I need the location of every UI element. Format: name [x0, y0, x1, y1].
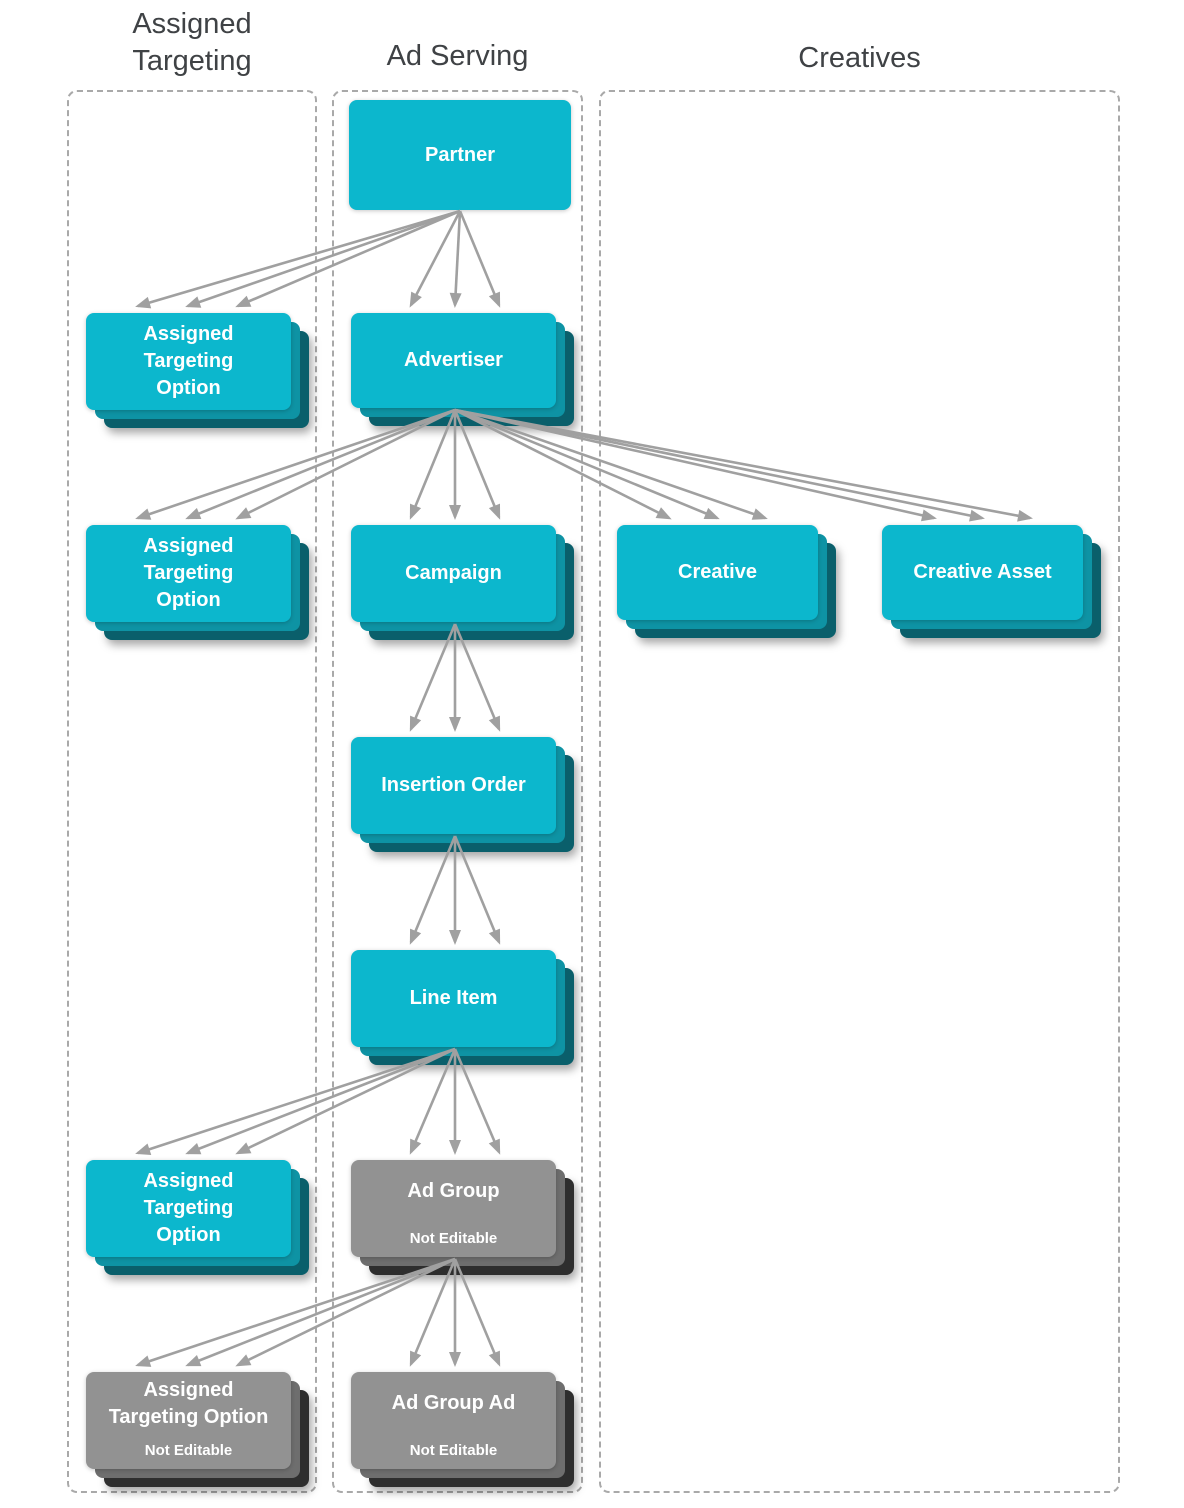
column-header-ad-serving: Ad Serving: [386, 40, 529, 72]
node-label: Creative Asset: [913, 561, 1052, 583]
node-advertiser: Advertiser: [351, 313, 574, 426]
node-face-creative: Creative: [617, 525, 818, 620]
column-header-creatives: Creatives: [798, 42, 921, 74]
node-face-advertiser: Advertiser: [351, 313, 556, 408]
node-label: Targeting: [143, 562, 234, 584]
node-label: Targeting Option: [108, 1406, 269, 1428]
node-creative: Creative: [617, 525, 836, 638]
node-label: Advertiser: [404, 349, 503, 371]
node-sublabel: Not Editable: [409, 1230, 498, 1247]
node-insertion-order: Insertion Order: [351, 737, 574, 852]
column-creatives: [599, 90, 1120, 1493]
node-line-item: Line Item: [351, 950, 574, 1065]
node-label: Campaign: [405, 562, 502, 584]
node-label: Creative: [678, 561, 757, 583]
node-label: Assigned: [143, 323, 234, 345]
node-face-partner: Partner: [349, 100, 571, 210]
node-campaign: Campaign: [351, 525, 574, 640]
node-label: Option: [156, 589, 221, 611]
node-label: Insertion Order: [381, 774, 526, 796]
node-label: Partner: [424, 143, 496, 166]
node-label: Ad Group: [407, 1180, 500, 1202]
node-label: Line Item: [409, 987, 498, 1009]
node-sublabel: Not Editable: [409, 1442, 498, 1459]
node-label: Assigned: [143, 535, 234, 557]
column-assigned-targeting: [67, 90, 317, 1493]
node-face-campaign: Campaign: [351, 525, 556, 622]
node-face-insertion-order: Insertion Order: [351, 737, 556, 834]
node-face-line-item: Line Item: [351, 950, 556, 1047]
node-label: Targeting: [143, 350, 234, 372]
node-face-ad-group-ad: Ad Group Ad Not Editable: [351, 1372, 556, 1469]
node-label: Assigned: [143, 1170, 234, 1192]
node-face-creative-asset: Creative Asset: [882, 525, 1083, 620]
column-ad-serving: [332, 90, 583, 1493]
node-sublabel: Not Editable: [144, 1442, 233, 1459]
node-label: Ad Group Ad: [391, 1392, 516, 1414]
node-ad-group-ad: Ad Group Ad Not Editable: [351, 1372, 574, 1487]
column-header-assigned-targeting: Assigned Targeting: [132, 8, 252, 77]
node-label: Assigned: [143, 1379, 234, 1401]
node-label: Targeting: [143, 1197, 234, 1219]
node-label: Option: [156, 377, 221, 399]
node-partner: Partner: [349, 100, 571, 210]
node-creative-asset: Creative Asset: [882, 525, 1101, 638]
node-label: Option: [156, 1224, 221, 1246]
